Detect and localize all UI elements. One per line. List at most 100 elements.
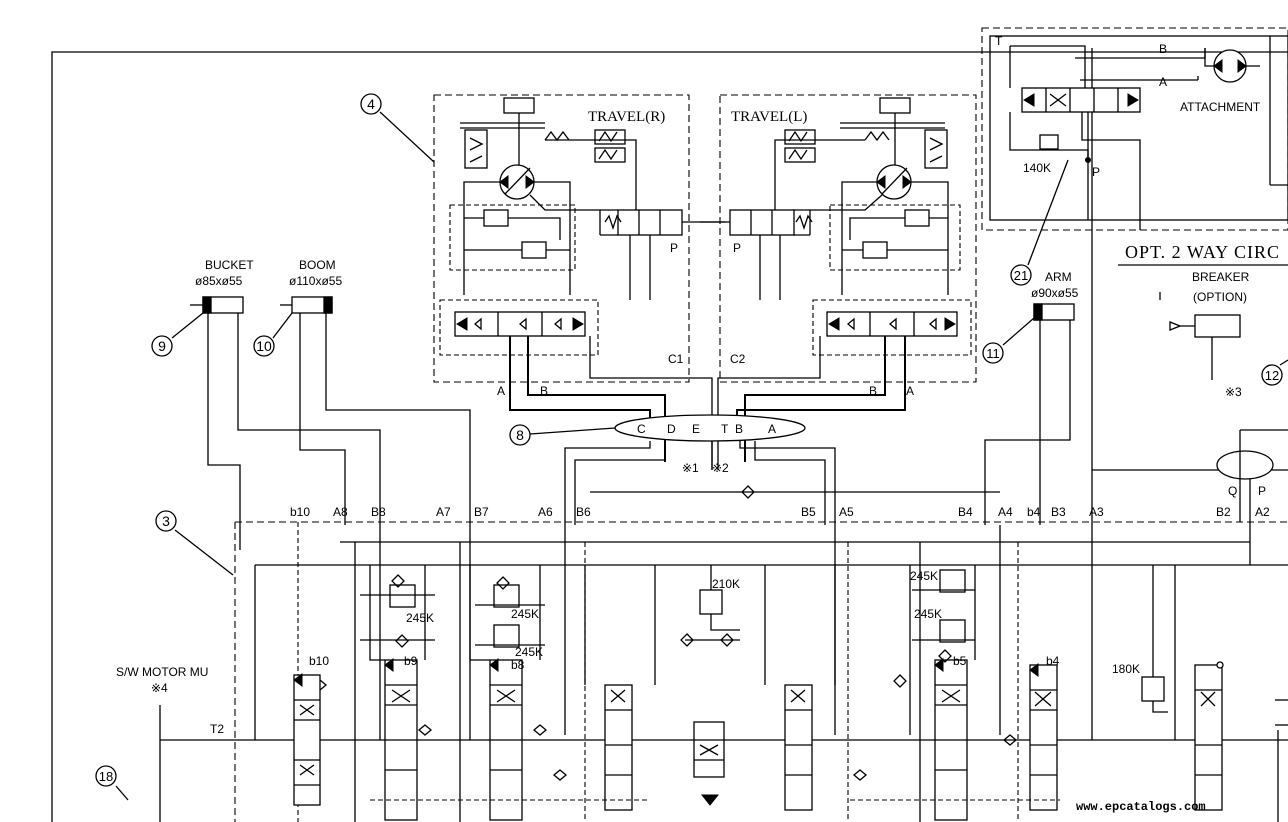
travel-left-label: TRAVEL(L) bbox=[731, 109, 807, 125]
joint-port-a: A bbox=[768, 422, 776, 436]
spool-port-b6: B6 bbox=[576, 505, 591, 519]
spool-port-a4: A4 bbox=[998, 505, 1013, 519]
relief-210k: 210K bbox=[712, 577, 740, 591]
spool-port-a6: A6 bbox=[538, 505, 553, 519]
spool-port-b8: B8 bbox=[371, 505, 386, 519]
pilot-b8: b8 bbox=[511, 658, 525, 672]
section-straight-travel bbox=[680, 565, 740, 806]
section-arm bbox=[893, 542, 976, 822]
attachment-valve-block bbox=[981, 27, 1288, 231]
joint-port-t: T bbox=[721, 422, 729, 436]
travel-right-motor-block bbox=[433, 94, 725, 470]
spool-port-b5: B5 bbox=[801, 505, 816, 519]
bucket-dim-label: ø85xø55 bbox=[195, 274, 243, 288]
spool-port-b10: b10 bbox=[290, 505, 310, 519]
callout-21-text: 21 bbox=[1014, 268, 1028, 283]
spool-port-b2: B2 bbox=[1216, 505, 1231, 519]
att-port-b: B bbox=[1159, 42, 1167, 56]
relief-245k-arm-a: 245K bbox=[910, 569, 938, 583]
boom-label: BOOM bbox=[299, 258, 336, 272]
callout-18: 18 bbox=[95, 765, 117, 787]
arm-label: ARM bbox=[1045, 270, 1072, 284]
callout-11: 11 bbox=[982, 342, 1004, 364]
pilot-b5: b5 bbox=[953, 654, 967, 668]
spool-port-a8: A8 bbox=[333, 505, 348, 519]
spool-port-b4: B4 bbox=[958, 505, 973, 519]
arm-dim-label: ø90xø55 bbox=[1031, 286, 1079, 300]
spool-port-b4-pilot: b4 bbox=[1027, 505, 1041, 519]
callout-18-text: 18 bbox=[99, 769, 113, 784]
joint-port-e: E bbox=[692, 422, 700, 436]
port-c1: C1 bbox=[668, 352, 684, 366]
note-1: ※1 bbox=[682, 461, 699, 475]
section-bucket bbox=[459, 542, 548, 822]
section-swing bbox=[293, 522, 328, 822]
callout-3-text: 3 bbox=[162, 513, 170, 529]
callout-10: 10 bbox=[253, 335, 275, 357]
callout-leaders bbox=[115, 111, 1288, 801]
opt-circuit bbox=[1118, 264, 1288, 380]
travel-left-motor-block bbox=[700, 94, 977, 470]
port-c2: C2 bbox=[730, 352, 746, 366]
opt-circuit-title: OPT. 2 WAY CIRC bbox=[1125, 242, 1280, 262]
note-2: ※2 bbox=[712, 461, 729, 475]
travel-r-port-p: P bbox=[670, 241, 678, 255]
callout-8: 8 bbox=[509, 424, 531, 446]
callout-4: 4 bbox=[360, 93, 382, 115]
att-port-a: A bbox=[1159, 75, 1167, 89]
attachment-label: ATTACHMENT bbox=[1180, 100, 1261, 114]
callout-9-text: 9 bbox=[158, 338, 166, 354]
callout-11-text: 11 bbox=[986, 346, 1000, 361]
callout-10-text: 10 bbox=[256, 338, 272, 354]
section-option bbox=[1002, 542, 1058, 822]
spool-port-a7: A7 bbox=[436, 505, 451, 519]
boom-dim-label: ø110xø55 bbox=[289, 274, 342, 288]
port-b-right: B bbox=[869, 384, 877, 398]
att-port-t: T bbox=[995, 34, 1003, 48]
section-opt-right bbox=[1141, 429, 1288, 822]
section-travel-r bbox=[584, 542, 656, 822]
joint-port-b: B bbox=[735, 422, 743, 436]
pilot-b9: b9 bbox=[404, 654, 418, 668]
spool-port-a2: A2 bbox=[1255, 505, 1270, 519]
watermark: www.epcatalogs.com bbox=[1076, 800, 1206, 814]
note-4: ※4 bbox=[151, 681, 168, 695]
att-port-p: P bbox=[1092, 165, 1100, 179]
spool-port-b3: B3 bbox=[1051, 505, 1066, 519]
relief-245k-boom: 245K bbox=[406, 611, 434, 625]
qp-port-q: Q bbox=[1228, 484, 1237, 498]
breaker-option-label: (OPTION) bbox=[1193, 290, 1247, 304]
breaker-label: BREAKER bbox=[1192, 270, 1250, 284]
port-a-right: A bbox=[906, 384, 914, 398]
port-t2: T2 bbox=[210, 722, 224, 736]
pilot-b4: b4 bbox=[1046, 654, 1060, 668]
section-boom bbox=[354, 542, 435, 822]
main-control-valve bbox=[159, 429, 1288, 822]
callout-12-text: 12 bbox=[1265, 368, 1279, 383]
joint-port-c: C bbox=[637, 422, 646, 436]
qp-port-p: P bbox=[1258, 484, 1266, 498]
center-joint bbox=[564, 414, 1000, 525]
bucket-label: BUCKET bbox=[205, 258, 254, 272]
spool-port-a3: A3 bbox=[1089, 505, 1104, 519]
spool-port-a5: A5 bbox=[839, 505, 854, 519]
spool-port-b7: B7 bbox=[474, 505, 489, 519]
travel-l-port-p: P bbox=[733, 241, 741, 255]
callout-4-text: 4 bbox=[367, 96, 375, 112]
port-b-left: B bbox=[540, 384, 548, 398]
callout-12: 12 bbox=[1261, 364, 1283, 386]
relief-245k-bucket-a: 245K bbox=[511, 607, 539, 621]
callout-8-text: 8 bbox=[516, 427, 524, 443]
callout-3: 3 bbox=[155, 510, 177, 532]
callout-21: 21 bbox=[1010, 264, 1032, 286]
cylinders bbox=[190, 296, 1075, 550]
callout-9: 9 bbox=[151, 335, 173, 357]
joint-port-d: D bbox=[667, 422, 676, 436]
note-3: ※3 bbox=[1225, 385, 1242, 399]
port-a-left: A bbox=[497, 384, 505, 398]
swing-motor-label: S/W MOTOR MU bbox=[116, 665, 208, 679]
travel-right-label: TRAVEL(R) bbox=[588, 109, 665, 125]
relief-245k-bucket-b: 245K bbox=[515, 645, 543, 659]
pilot-b10: b10 bbox=[309, 654, 329, 668]
relief-140k: 140K bbox=[1023, 161, 1051, 175]
